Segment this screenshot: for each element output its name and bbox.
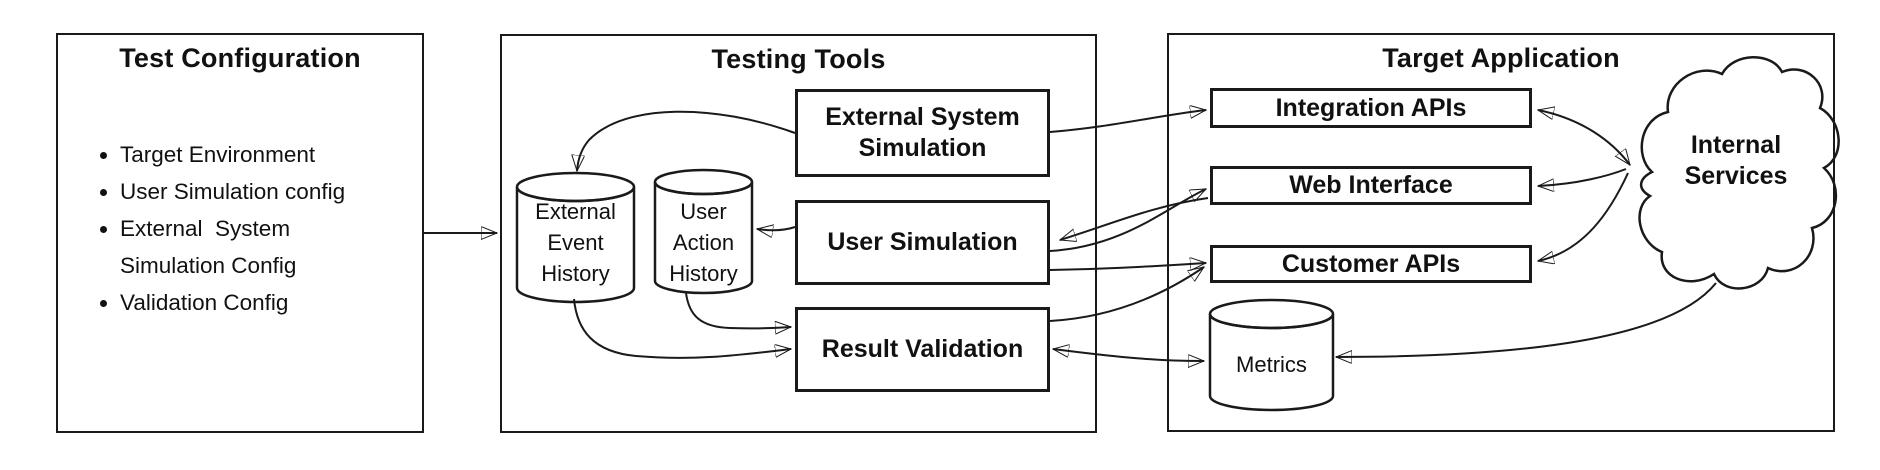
node-user-simulation: User Simulation [795,200,1050,285]
target-application-title: Target Application [1382,43,1620,73]
bullet-item-user-simulation-config: User Simulation config [120,173,422,210]
node-web-interface: Web Interface [1210,166,1532,205]
bullet-item-target-environment: Target Environment [120,136,422,173]
cylinder-user-action-history-label: User Action History [669,199,738,286]
node-result-validation: Result Validation [795,307,1050,392]
node-customer-apis: Customer APIs [1210,245,1532,283]
node-external-system-simulation: External System Simulation [795,89,1050,177]
test-configuration-title: Test Configuration [119,43,361,73]
cylinder-metrics-label: Metrics [1236,352,1307,377]
container-test-configuration: Test Configuration Target Environment Us… [56,33,424,433]
testing-tools-title: Testing Tools [711,44,886,74]
node-integration-apis: Integration APIs [1210,88,1532,128]
test-configuration-bullet-list: Target Environment User Simulation confi… [58,136,422,321]
bullet-item-external-system-simulation-config: External System Simulation Config [120,210,422,284]
cylinder-external-event-history-label: External Event History [535,199,616,286]
cloud-internal-services-label: Internal Services [1684,131,1788,190]
bullet-item-validation-config: Validation Config [120,284,422,321]
